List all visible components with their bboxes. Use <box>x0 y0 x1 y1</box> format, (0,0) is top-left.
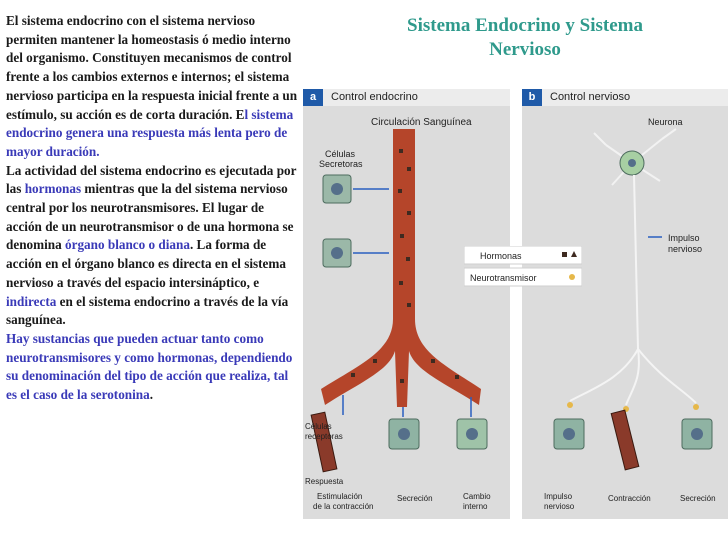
legend-box: Hormonas Neurotransmisor <box>464 246 582 287</box>
panel-a-title: Control endocrino <box>331 91 418 103</box>
indirecta-highlight: indirecta <box>6 293 57 309</box>
impulso-b-label-2: nervioso <box>544 502 575 511</box>
neuron-nucleus <box>628 159 636 167</box>
impulso-b-label-1: Impulso <box>544 492 573 501</box>
muscle-fiber-a <box>310 411 338 473</box>
muscle-fiber-b <box>610 409 640 471</box>
legend-neurotransmisor-row <box>464 267 582 287</box>
panel-b-title: Control nervioso <box>550 91 631 103</box>
panel-control-nervioso: b Control nervioso Neurona Impulso nervi… <box>522 89 728 519</box>
cambio-label-1: Cambio <box>463 492 491 501</box>
paragraph-serotonina: Hay sustancias que pueden actuar tanto c… <box>6 330 298 405</box>
intro-text: El sistema endocrino con el sistema nerv… <box>6 13 298 122</box>
page-title: Sistema Endocrino y Sistema Nervioso <box>350 14 700 62</box>
action-text-3: . La forma de acción en el órgano blanco… <box>6 237 286 290</box>
legend-hormona-triangle-icon <box>571 251 577 257</box>
legend-neurotransmisor-dot-icon <box>569 274 575 280</box>
panel-b-tag: b <box>522 89 542 106</box>
target-nucleus-b-1 <box>563 428 575 440</box>
paragraph-intro: El sistema endocrino con el sistema nerv… <box>6 12 298 162</box>
action-text-4: en el sistema endocrino a través de la v… <box>6 293 289 328</box>
impulso-label-2: nervioso <box>668 244 702 254</box>
panel-control-endocrino: a Control endocrino Circulación Sanguíne… <box>303 89 510 519</box>
secretory-nucleus-1 <box>331 183 343 195</box>
title-line-1: Sistema Endocrino y Sistema <box>407 15 643 36</box>
text-column: El sistema endocrino con el sistema nerv… <box>6 12 298 405</box>
legend-neurotransmisor-label: Neurotransmisor <box>470 273 537 283</box>
celulas-receptoras-label-1: Células <box>305 422 332 431</box>
neuron-axon <box>569 174 697 406</box>
cambio-label-2: interno <box>463 502 488 511</box>
celulas-receptoras-label-2: receptoras <box>305 432 343 441</box>
synapse-1 <box>567 402 573 408</box>
target-nucleus-a-1 <box>398 428 410 440</box>
hormone-particles <box>351 149 459 383</box>
serotonina-highlight: Hay sustancias que pueden actuar tanto c… <box>6 330 293 403</box>
endocrine-diagram: Circulación Sanguínea Células Secretoras <box>305 117 491 511</box>
estimulacion-label-2: de la contracción <box>313 502 373 511</box>
target-nucleus-b-2 <box>691 428 703 440</box>
serotonina-period: . <box>149 387 154 403</box>
respuesta-label: Respuesta <box>305 477 344 486</box>
panel-a-header: a Control endocrino <box>303 89 510 106</box>
legend-hormonas-row <box>464 246 582 265</box>
circulacion-label: Circulación Sanguínea <box>371 117 472 128</box>
celulas-secretoras-label-2: Secretoras <box>319 159 363 169</box>
celulas-secretoras-label-1: Células <box>325 149 356 159</box>
hormonas-highlight: hormonas <box>24 181 82 197</box>
organo-blanco-highlight: órgano blanco o diana <box>65 237 190 253</box>
estimulacion-label-1: Estimulación <box>317 492 362 501</box>
synapse-3 <box>693 404 699 410</box>
panel-b-header: b Control nervioso <box>522 89 728 106</box>
secretory-nucleus-2 <box>331 247 343 259</box>
intro-highlight: l sistema endocrino genera una respuesta… <box>6 106 294 159</box>
action-text-2: mientras que la del sistema nervioso cen… <box>6 181 294 253</box>
contraccion-label: Contracción <box>608 494 651 503</box>
legend-hormona-square-icon <box>562 252 567 257</box>
target-nucleus-a-2 <box>466 428 478 440</box>
title-line-2: Nervioso <box>489 39 561 60</box>
legend-hormonas-label: Hormonas <box>480 251 522 261</box>
panel-a-tag: a <box>303 89 323 106</box>
secrecion-a-label: Secreción <box>397 494 433 503</box>
neurona-label: Neurona <box>648 117 683 127</box>
action-text-1: La actividad del sistema endocrino es ej… <box>6 162 297 197</box>
paragraph-action: La actividad del sistema endocrino es ej… <box>6 162 298 330</box>
secrecion-b-label: Secreción <box>680 494 716 503</box>
impulso-label-1: Impulso <box>668 233 700 243</box>
blood-vessel <box>321 129 481 407</box>
nervous-diagram: Neurona Impulso nervioso Impulso nervios… <box>544 117 716 511</box>
